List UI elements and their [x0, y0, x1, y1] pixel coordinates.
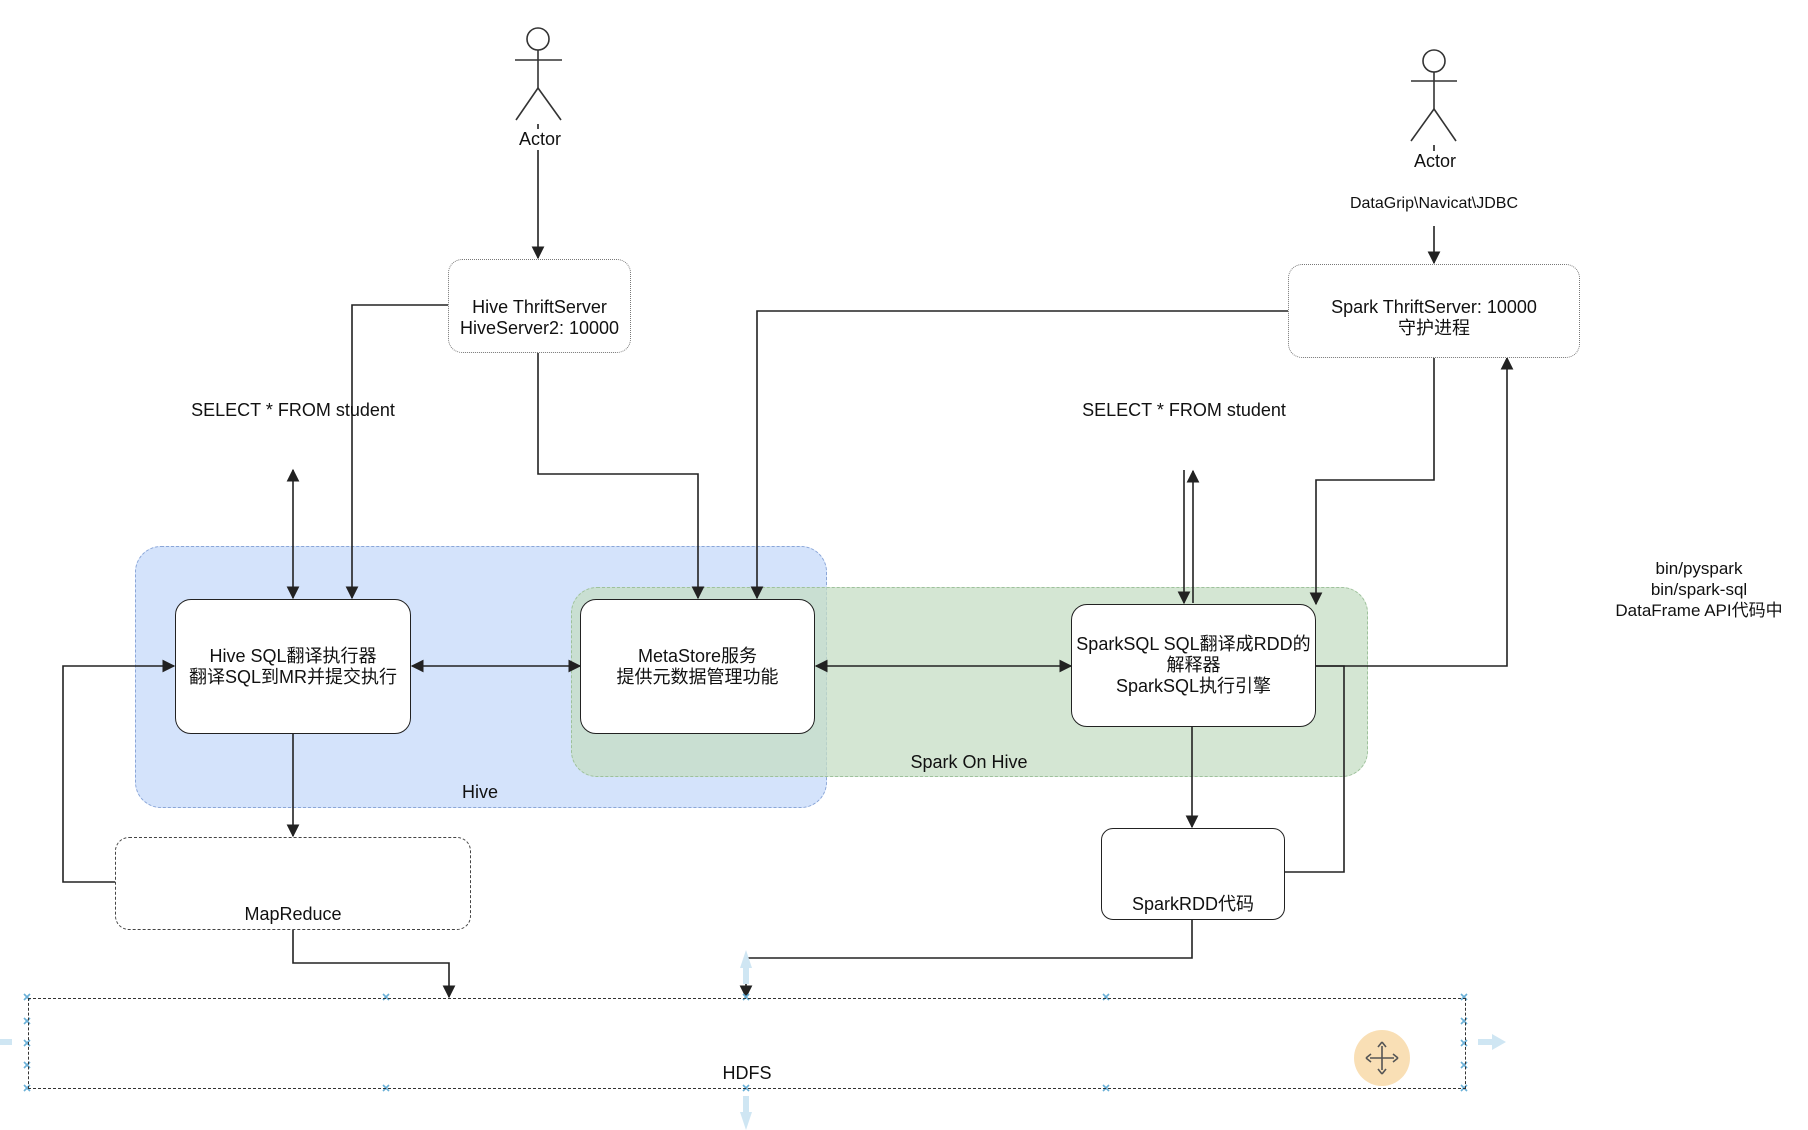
hive-sql-engine-node[interactable]: Hive SQL翻译执行器 翻译SQL到MR并提交执行: [175, 599, 411, 734]
spark-thriftserver-node[interactable]: Spark ThriftServer: 10000 守护进程: [1288, 264, 1580, 358]
sparkrdd-node[interactable]: SparkRDD代码: [1101, 828, 1285, 920]
sparksql-engine-line1: SparkSQL SQL翻译成RDD的: [1076, 634, 1311, 654]
hdfs-node[interactable]: HDFS: [28, 998, 1466, 1089]
move-handle-icon[interactable]: [1354, 1030, 1410, 1086]
hive-thriftserver-line1: Hive ThriftServer: [472, 297, 607, 317]
actor-right-figure[interactable]: [1410, 49, 1457, 142]
spark-entry-line2: bin/spark-sql: [1650, 580, 1748, 599]
mapreduce-label: MapReduce: [244, 904, 342, 924]
edge-label-client-tools: DataGrip\Navicat\JDBC: [1349, 193, 1519, 214]
metastore-line2: 提供元数据管理功能: [616, 666, 779, 687]
hive-sql-engine-line1: Hive SQL翻译执行器: [209, 645, 377, 666]
hdfs-selection-handles[interactable]: [23, 993, 1468, 1092]
query-right-label: SELECT * FROM student: [1082, 400, 1286, 420]
spark-entry-line3: DataFrame API代码中: [1615, 601, 1783, 620]
sparksql-engine-line2: 解释器: [1166, 655, 1221, 675]
query-left-label: SELECT * FROM student: [191, 400, 395, 420]
hdfs-connection-arrows[interactable]: [0, 950, 1510, 1130]
actor-left-label: Actor: [518, 129, 562, 150]
spark-thriftserver-line2: 守护进程: [1398, 318, 1470, 338]
actor-left-figure[interactable]: [515, 27, 562, 121]
edge-sparkrdd-to-hdfs[interactable]: [739, 920, 1193, 999]
edge-spark-thriftserver-to-metastore[interactable]: [750, 310, 1288, 600]
sparkrdd-label: SparkRDD代码: [1131, 894, 1255, 914]
spark-entry-text: bin/pyspark bin/spark-sql DataFrame API代…: [1604, 558, 1794, 621]
sparksql-engine-line3: SparkSQL执行引擎: [1115, 676, 1272, 696]
hive-thriftserver-node[interactable]: Hive ThriftServer HiveServer2: 10000: [448, 259, 631, 353]
spark-thriftserver-line1: Spark ThriftServer: 10000: [1331, 297, 1537, 317]
hive-thriftserver-line2: HiveServer2: 10000: [459, 318, 620, 338]
edge-sparksql-to-spark-thriftserver[interactable]: [1316, 356, 1514, 667]
hive-group-label: Hive: [461, 782, 499, 802]
edge-mapreduce-to-hdfs[interactable]: [292, 930, 456, 999]
hive-sql-engine-line2: 翻译SQL到MR并提交执行: [188, 666, 397, 687]
hdfs-label: HDFS: [722, 1063, 772, 1083]
metastore-node[interactable]: MetaStore服务 提供元数据管理功能: [580, 599, 815, 734]
edge-hive-thriftserver-to-metastore[interactable]: [537, 352, 705, 600]
edge-spark-thriftserver-to-sparksql[interactable]: [1309, 357, 1435, 606]
spark-entry-line1: bin/pyspark: [1655, 559, 1743, 578]
spark-on-hive-group-label: Spark On Hive: [910, 752, 1028, 772]
edge-sparkrdd-to-sparksql[interactable]: [1285, 665, 1345, 873]
actor-right-label: Actor: [1413, 151, 1457, 172]
metastore-line1: MetaStore服务: [637, 645, 758, 666]
edge-mapreduce-to-hive-engine[interactable]: [62, 659, 176, 883]
mapreduce-node[interactable]: MapReduce: [115, 837, 471, 930]
sparksql-engine-node[interactable]: SparkSQL SQL翻译成RDD的 解释器 SparkSQL执行引擎: [1071, 604, 1316, 727]
edge-hive-thriftserver-to-hive-engine[interactable]: [345, 304, 448, 600]
